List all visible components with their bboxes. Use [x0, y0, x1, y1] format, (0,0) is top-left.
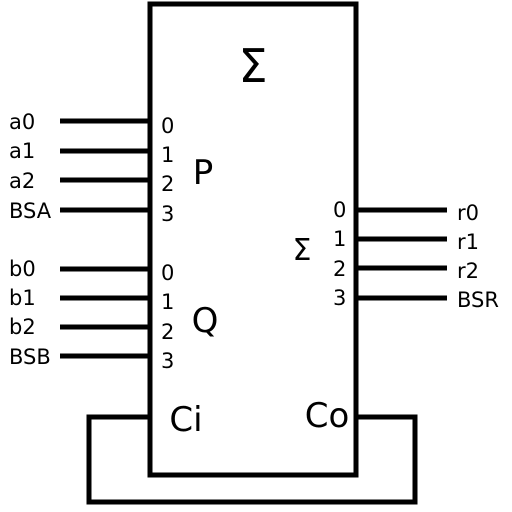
- pin-b-3: 3: [161, 349, 174, 373]
- pin-a-1: 1: [161, 143, 174, 167]
- pin-r-0: 0: [333, 198, 346, 222]
- input-signal-a1: a1: [9, 139, 35, 163]
- output-signal-r2: r2: [457, 259, 479, 283]
- carry-loop-wire: [86, 414, 418, 505]
- pin-b-0: 0: [161, 261, 174, 285]
- pin-a-0: 0: [161, 114, 174, 138]
- input-signal-bsb: BSB: [9, 345, 51, 369]
- output-signal-bsr: BSR: [457, 288, 499, 312]
- input-signal-a2: a2: [9, 169, 35, 193]
- input-signal-bsa: BSA: [9, 199, 52, 223]
- pin-r-1: 1: [333, 227, 346, 251]
- pin-a-2: 2: [161, 172, 174, 196]
- input-signal-b0: b0: [9, 257, 36, 281]
- pin-b-2: 2: [161, 320, 174, 344]
- block-sum-symbol: Σ: [238, 39, 267, 93]
- carry-out-label: Co: [305, 396, 350, 436]
- pin-r-2: 2: [333, 257, 346, 281]
- input-signal-a0: a0: [9, 110, 35, 134]
- input-signal-b1: b1: [9, 286, 36, 310]
- output-signal-r1: r1: [457, 230, 479, 254]
- output-signal-r0: r0: [457, 201, 479, 225]
- pin-b-1: 1: [161, 290, 174, 314]
- pin-r-3: 3: [333, 286, 346, 310]
- pin-a-3: 3: [161, 202, 174, 226]
- operand-q-label: Q: [192, 301, 219, 341]
- operand-p-label: P: [193, 153, 214, 193]
- result-sum-symbol: Σ: [293, 233, 312, 268]
- input-signal-b2: b2: [9, 315, 36, 339]
- carry-in-label: Ci: [169, 400, 202, 440]
